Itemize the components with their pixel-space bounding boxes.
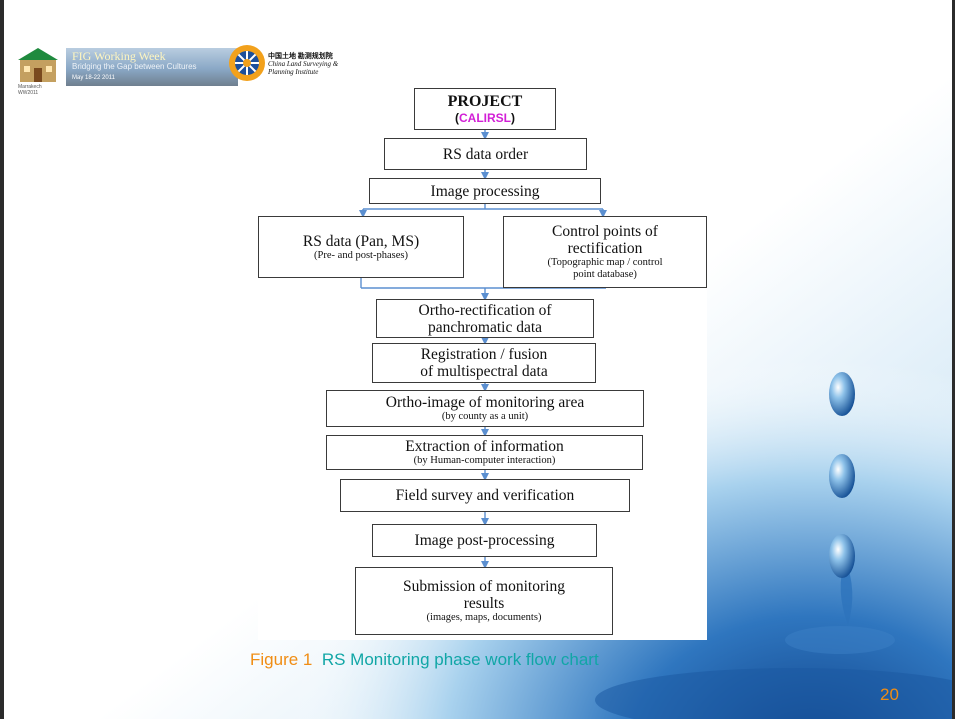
acronym: CALIRSL <box>459 111 511 125</box>
fig-location: Marrakech WW2011 <box>18 84 42 96</box>
institute-name: 中国土地 勘测规划院 China Land Surveying & Planni… <box>268 52 358 76</box>
node-rs-data: RS data (Pan, MS) (Pre- and post-phases) <box>258 216 464 278</box>
slide-border-left <box>0 0 4 719</box>
figure-caption: Figure 1 RS Monitoring phase work flow c… <box>250 650 599 670</box>
project-title: PROJECT <box>447 93 523 110</box>
node-label: Control points of <box>552 223 658 240</box>
node-ortho-rectification: Ortho-rectification of panchromatic data <box>376 299 594 338</box>
node-project: PROJECT (CALIRSL) <box>414 88 556 130</box>
flowchart-connectors <box>359 128 607 569</box>
figure-number: Figure 1 <box>250 650 313 669</box>
node-submission: Submission of monitoring results (images… <box>355 567 613 635</box>
water-drop-icon <box>829 534 855 578</box>
node-label: Image post-processing <box>414 532 555 549</box>
node-label: Ortho-image of monitoring area <box>385 394 585 411</box>
node-ortho-image: Ortho-image of monitoring area (by count… <box>326 390 644 427</box>
node-label: Ortho-rectification of <box>418 301 552 319</box>
node-label: RS data (Pan, MS) <box>302 232 420 250</box>
node-image-processing: Image processing <box>369 178 601 204</box>
node-post-processing: Image post-processing <box>372 524 597 557</box>
node-label: panchromatic data <box>427 318 543 336</box>
water-drop-icon <box>829 372 855 416</box>
node-registration: Registration / fusion of multispectral d… <box>372 343 596 383</box>
flowchart-panel: PROJECT (CALIRSL) RS data order Image pr… <box>258 88 707 640</box>
node-rs-data-order: RS data order <box>384 138 587 170</box>
paren-close: ) <box>511 111 515 125</box>
fig-subtitle: Bridging the Gap between Cultures <box>72 62 197 71</box>
node-sublabel: (Pre- and post-phases) <box>314 249 408 261</box>
node-label: RS data order <box>442 145 529 163</box>
water-drop-icon <box>829 454 855 498</box>
fig-banner: FIG Working Week Bridging the Gap betwee… <box>66 48 238 86</box>
node-label: Submission of monitoring <box>403 578 565 595</box>
node-label: Registration / fusion <box>420 346 548 363</box>
fig-title: FIG Working Week <box>72 49 166 63</box>
project-acronym: (CALIRSL) <box>455 111 515 125</box>
paren-open: ( <box>455 111 459 125</box>
node-label: Field survey and verification <box>395 487 575 504</box>
institute-emblem-icon <box>229 45 265 81</box>
node-label: of multispectral data <box>420 363 548 380</box>
node-sublabel: (images, maps, documents) <box>426 612 542 623</box>
fig-dates: May 18-22 2011 <box>72 75 115 81</box>
node-sublabel: (by county as a unit) <box>441 411 529 422</box>
page-number: 20 <box>880 685 899 704</box>
node-sublabel: (Topographic map / control <box>547 257 663 268</box>
slide-border-right <box>952 0 955 719</box>
node-sublabel: point database) <box>573 269 637 280</box>
node-sublabel: (by Human-computer interaction) <box>413 455 556 466</box>
node-label: Extraction of information <box>405 438 564 455</box>
figure-text: RS Monitoring phase work flow chart <box>321 650 599 669</box>
institute-name-chinese: 中国土地 勘测规划院 <box>268 52 333 60</box>
node-extraction: Extraction of information (by Human-comp… <box>326 435 643 470</box>
node-field-survey: Field survey and verification <box>340 479 630 512</box>
institute-name-english: China Land Surveying & Planning Institut… <box>268 60 339 76</box>
node-label: results <box>463 595 505 612</box>
node-label: Image processing <box>430 182 540 200</box>
node-control-points: Control points of rectification (Topogra… <box>503 216 707 288</box>
building-logo-icon <box>18 48 58 82</box>
node-label: rectification <box>567 240 643 257</box>
